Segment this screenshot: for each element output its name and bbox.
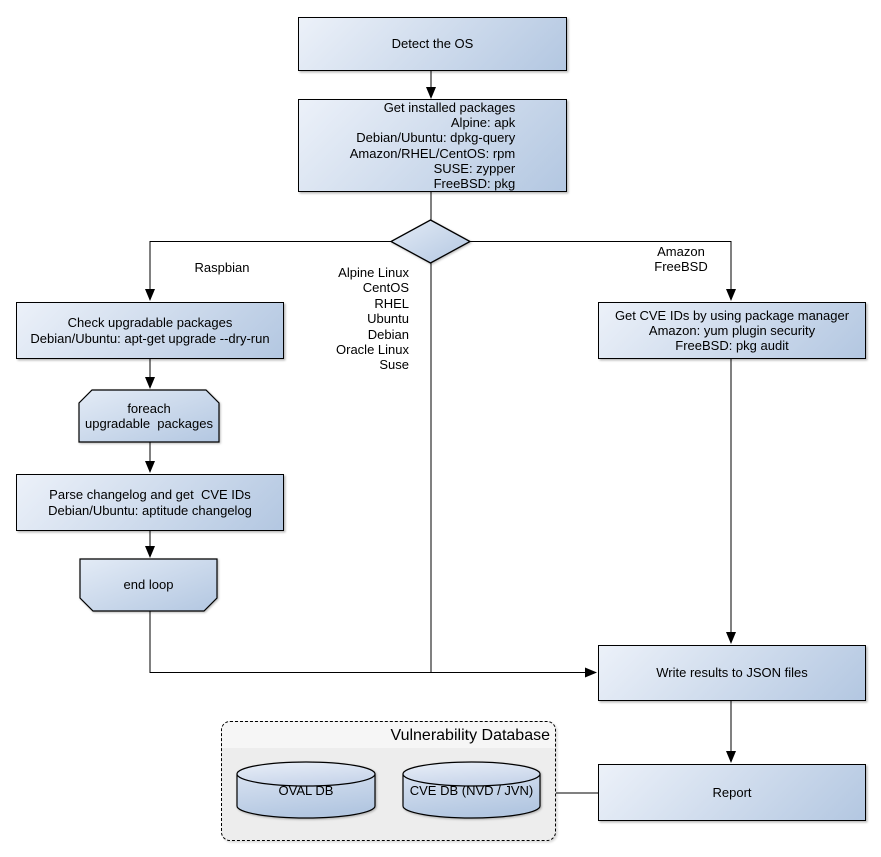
edge-label-os-list: Alpine Linux CentOS RHEL Ubuntu Debian O… (336, 265, 409, 373)
end-loop-label: end loop (123, 577, 174, 593)
node-detect-os: Detect the OS (298, 17, 567, 71)
edge-endloop-to-write (149, 611, 597, 678)
foreach-loop-label: foreach upgradable packages (85, 400, 213, 431)
edge-label-amazon-freebsd: Amazon FreeBSD (654, 244, 708, 275)
vulnerability-database-titlebar (222, 722, 555, 748)
edge-decision-to-check (145, 241, 391, 301)
oval-db-label: OVAL DB (278, 783, 334, 799)
node-write-results: Write results to JSON files (598, 645, 866, 701)
edge-label-raspbian: Raspbian (194, 260, 250, 275)
vulnerability-database-title: Vulnerability Database (390, 727, 551, 744)
cve-db-cylinder-top (402, 761, 541, 787)
node-report: Report (598, 764, 866, 821)
edge-decision-to-getcve (470, 241, 736, 301)
node-parse-changelog: Parse changelog and get CVE IDs Debian/U… (16, 474, 284, 531)
node-check-upgradable-packages: Check upgradable packages Debian/Ubuntu:… (16, 302, 284, 359)
oval-db-cylinder-top (236, 761, 376, 787)
node-get-installed-packages: Get installed packages Alpine: apk Debia… (298, 99, 567, 192)
end-loop-shape (79, 558, 218, 612)
foreach-loop-shape (78, 389, 220, 443)
cve-db-label: CVE DB (NVD / JVN) (409, 783, 534, 799)
node-get-cve-ids: Get CVE IDs by using package manager Ama… (598, 302, 866, 359)
decision-diamond (389, 219, 472, 264)
